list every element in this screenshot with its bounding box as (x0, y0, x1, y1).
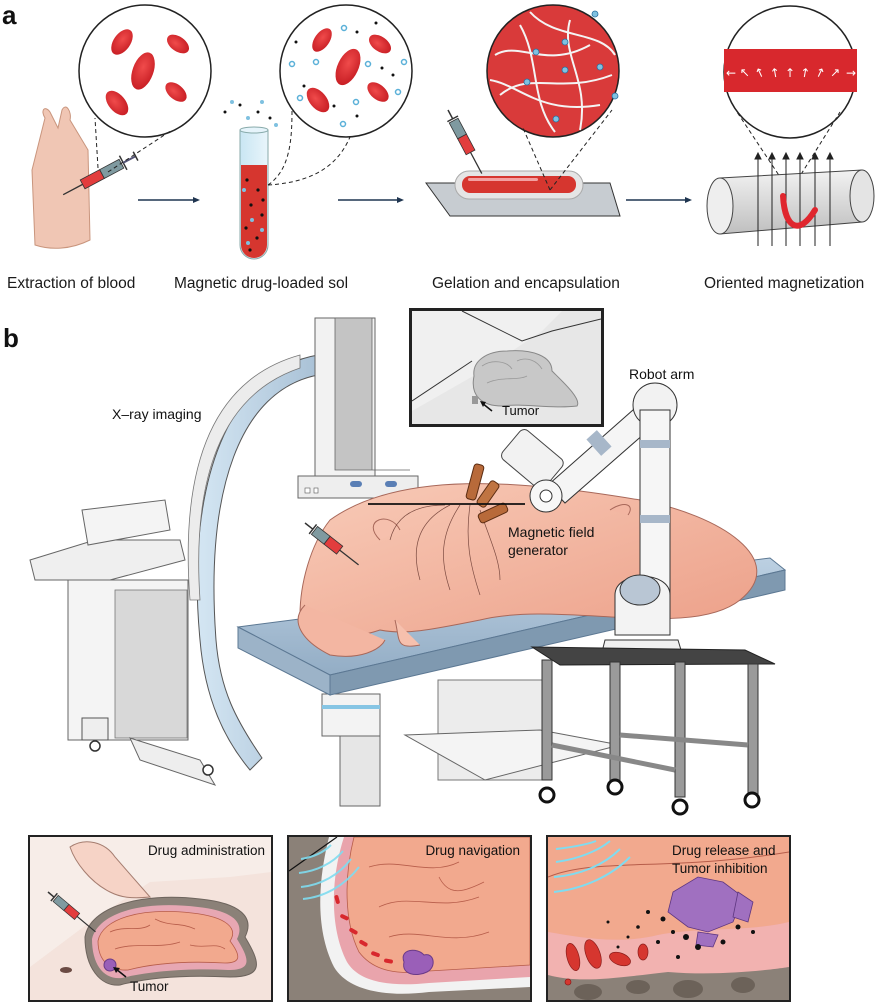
syringe-icon (304, 522, 359, 566)
inset-drug-release: Drug release and Tumor inhibition (546, 835, 791, 1002)
inset-drug-navigation: Drug navigation (287, 835, 532, 1002)
magnetic-field-generator (368, 429, 564, 524)
svg-text:→: → (846, 66, 856, 80)
panel-a-letter: a (2, 0, 17, 30)
pig-ear-icon (31, 106, 91, 249)
xray-monitor: Tumor (409, 308, 604, 427)
red-blood-cells-icon (104, 28, 191, 117)
panel-b-letter: b (3, 323, 19, 353)
magnetic-field-generator-label-line1: Magnetic field (508, 524, 595, 540)
magnetic-wave-icon (298, 844, 360, 900)
drug-release-illustration (548, 837, 789, 1000)
magnetic-wave-icon (553, 840, 631, 893)
u-shaped-gel-icon (780, 193, 818, 229)
brain-administration-illustration (30, 841, 271, 1000)
svg-text:↑: ↑ (785, 66, 795, 80)
step-label-gelation: Gelation and encapsulation (432, 275, 620, 292)
svg-text:↑: ↑ (799, 65, 811, 81)
brain-navigation-illustration (289, 837, 530, 1000)
inset-drug-release-title: Drug release and Tumor inhibition (672, 842, 776, 877)
xray-brain-image (412, 311, 601, 424)
svg-text:←: ← (726, 66, 736, 80)
syringe-icon (62, 151, 139, 196)
magnetic-field-generator-label-line2: generator (508, 541, 568, 558)
drug-particles-icon (223, 100, 278, 252)
inset-drug-release-title-line1: Drug release and (672, 843, 776, 858)
step-label-extraction: Extraction of blood (7, 275, 136, 292)
inset-drug-release-title-line2: Tumor inhibition (672, 860, 768, 876)
test-tube-icon (239, 126, 269, 260)
gel-capsule-icon (454, 170, 584, 200)
monitor-tumor-label: Tumor (502, 403, 540, 418)
svg-text:↑: ↑ (769, 65, 781, 81)
xray-base-cart (29, 499, 217, 786)
panel-a-illustration: ←↑ ↑↑ ↑↑ ↑↑ → (31, 4, 875, 260)
xray-detector-lower (321, 693, 381, 807)
tumor-icon (667, 876, 754, 948)
magnetic-moment-arrows-icon: ←↑ ↑↑ ↑↑ ↑↑ → (726, 64, 856, 81)
released-drug-particles-icon (606, 910, 755, 959)
electromagnet-cylinder-icon (706, 169, 875, 235)
inset-drug-administration-title: Drug administration (147, 843, 265, 858)
robot-stand (530, 646, 776, 816)
xray-imaging-label: X–ray imaging (112, 406, 202, 422)
robot-arm-label: Robot arm (629, 366, 695, 382)
inset-drug-navigation-title: Drug navigation (425, 843, 520, 858)
magnetic-field-generator-label: Magnetic field generator (508, 524, 594, 559)
c-arm-xray-machine (187, 317, 419, 771)
syringe-icon (447, 109, 483, 174)
magnetized-gel-strip (724, 49, 857, 92)
step-label-sol: Magnetic drug-loaded sol (174, 275, 349, 292)
inset-drug-administration: Drug administration Tumor (28, 835, 273, 1002)
step-label-magnetization: Oriented magnetization (704, 275, 865, 292)
inset-drug-administration-tumor-label: Tumor (130, 979, 169, 994)
